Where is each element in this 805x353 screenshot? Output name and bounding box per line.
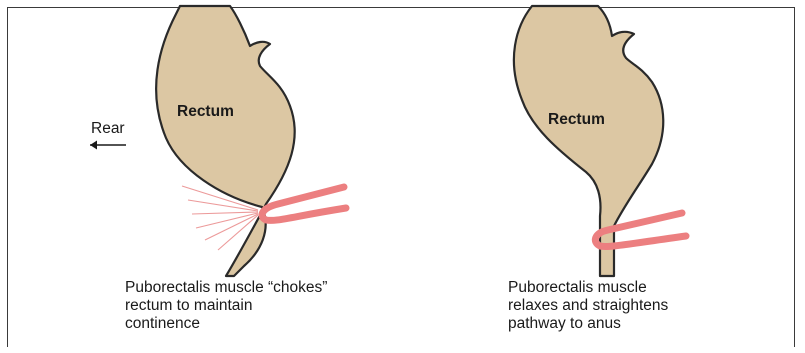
caption-left-line: Puborectalis muscle “chokes” xyxy=(125,279,327,297)
rectum-shape-constricted xyxy=(156,6,295,276)
caption-left: Puborectalis muscle “chokes” rectum to m… xyxy=(125,279,327,333)
rectum-shape-relaxed xyxy=(514,6,663,276)
caption-right-line: Puborectalis muscle xyxy=(508,279,668,297)
rear-arrow-icon xyxy=(90,141,126,150)
caption-right-line: pathway to anus xyxy=(508,315,668,333)
caption-right-line: relaxes and straightens xyxy=(508,297,668,315)
rectum-label-left: Rectum xyxy=(177,103,234,121)
caption-right: Puborectalis muscle relaxes and straight… xyxy=(508,279,668,333)
rectum-label-right: Rectum xyxy=(548,111,605,129)
rear-label: Rear xyxy=(91,120,125,138)
caption-left-line: continence xyxy=(125,315,327,333)
caption-left-line: rectum to maintain xyxy=(125,297,327,315)
